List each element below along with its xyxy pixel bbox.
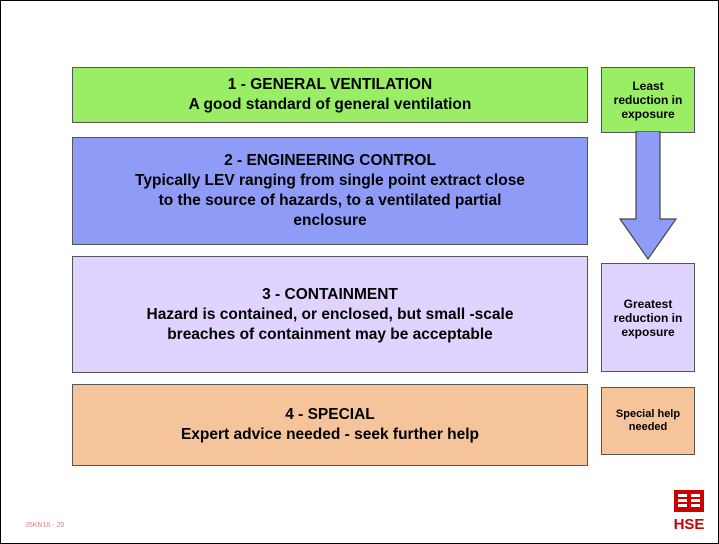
- slide-footer-code: 35KN16 - 20: [25, 522, 65, 529]
- containment-line-1: Hazard is contained, or enclosed, but sm…: [146, 305, 514, 323]
- least-reduction-line-2: reduction in: [613, 93, 683, 107]
- greatest-reduction-line-3: exposure: [621, 324, 675, 339]
- special-help-line-1: Special help: [615, 408, 681, 420]
- engineering-control-line-2: to the source of hazards, to a ventilate…: [158, 192, 502, 209]
- special-line-1: Expert advice needed - seek further help: [180, 426, 480, 443]
- containment-title: 3 - CONTAINMENT: [262, 285, 398, 303]
- least-reduction-label: Least reduction in exposure: [601, 67, 695, 133]
- svg-text:HSE: HSE: [674, 516, 705, 531]
- engineering-control-title: 2 - ENGINEERING CONTROL: [224, 152, 436, 169]
- greatest-reduction-line-1: Greatest: [623, 296, 673, 311]
- hse-logo-icon: HSE: [674, 490, 705, 531]
- greatest-reduction-label: Greatest reduction in exposure: [601, 263, 695, 372]
- general-ventilation-box: 1 - GENERAL VENTILATION A good standard …: [72, 67, 588, 123]
- engineering-control-line-3: enclosure: [293, 212, 367, 229]
- containment-box: 3 - CONTAINMENT Hazard is contained, or …: [72, 256, 588, 373]
- greatest-reduction-line-2: reduction in: [613, 310, 683, 325]
- engineering-control-box: 2 - ENGINEERING CONTROL Typically LEV ra…: [72, 137, 588, 245]
- engineering-control-line-1: Typically LEV ranging from single point …: [135, 172, 525, 189]
- special-help-line-2: needed: [628, 421, 668, 433]
- special-help-label: Special help needed: [601, 387, 695, 455]
- least-reduction-line-1: Least: [632, 79, 664, 93]
- containment-line-2: breaches of containment may be acceptabl…: [167, 325, 493, 343]
- least-reduction-line-3: exposure: [621, 107, 675, 121]
- special-box: 4 - SPECIAL Expert advice needed - seek …: [72, 384, 588, 466]
- special-title: 4 - SPECIAL: [285, 406, 375, 423]
- general-ventilation-title: 1 - GENERAL VENTILATION: [227, 76, 433, 93]
- general-ventilation-line-1: A good standard of general ventilation: [188, 96, 472, 113]
- down-arrow-icon: [618, 131, 678, 261]
